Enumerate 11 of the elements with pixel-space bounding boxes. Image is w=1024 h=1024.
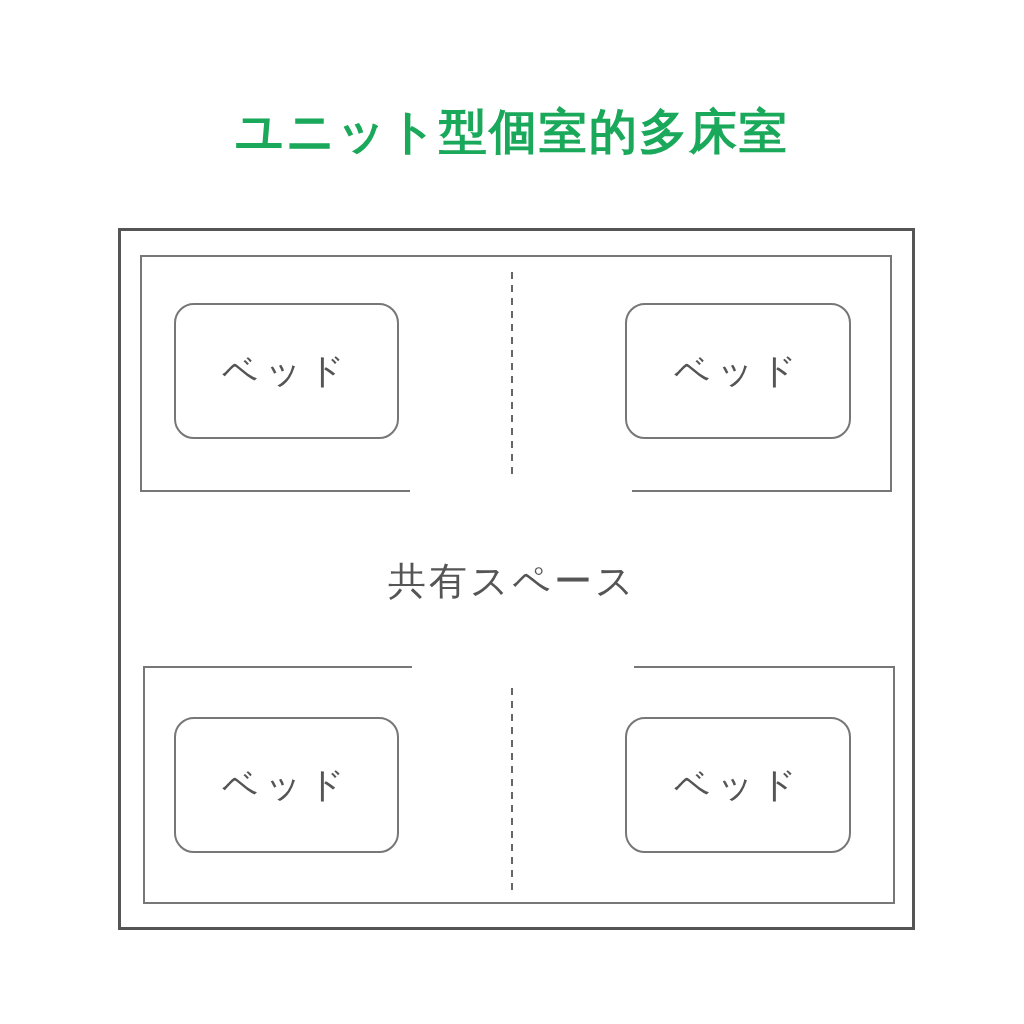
bed-label: ベッド <box>673 348 803 393</box>
bed-label: ベッド <box>222 348 351 393</box>
bed-box <box>174 717 399 853</box>
bed-label: ベッド <box>673 762 803 807</box>
bed-label: ベッド <box>222 762 351 807</box>
bed-box <box>625 303 851 439</box>
bed-box <box>625 717 851 853</box>
area-label: 共有スペース <box>387 558 637 605</box>
bed-box <box>174 303 399 439</box>
room-outline <box>118 228 915 930</box>
diagram-title: ユニット型個室的多床室 <box>234 102 790 161</box>
